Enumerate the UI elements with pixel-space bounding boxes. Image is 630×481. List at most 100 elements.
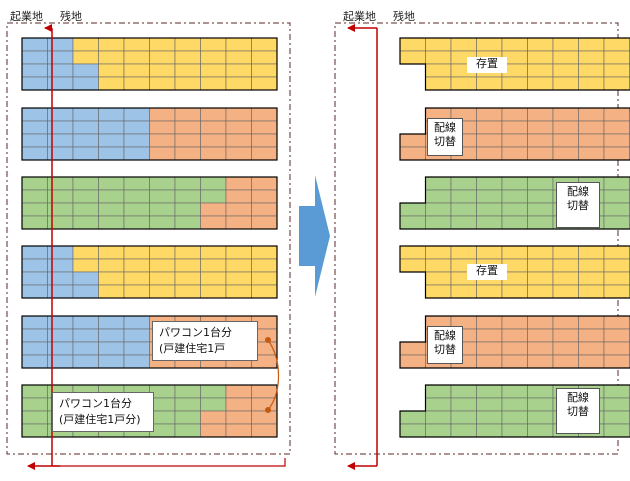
right-row4-cell [553, 272, 579, 285]
left-row3-cell [124, 177, 150, 190]
right-row4-cell [553, 259, 579, 272]
right-row1-cell [579, 64, 605, 77]
right-row5-cell [502, 342, 528, 355]
right-row4-cell [502, 246, 528, 259]
right-row2-cell [502, 121, 528, 134]
right-row3-cell [451, 203, 477, 216]
right-row2-cell [528, 108, 554, 121]
left-row4-cell [150, 285, 176, 298]
right-row3-cell [502, 177, 528, 190]
left-row2-cell [22, 108, 48, 121]
left-row1-cell [252, 51, 278, 64]
left-row4-cell [175, 285, 201, 298]
left-row4-cell [226, 272, 252, 285]
left-row3-cell [73, 203, 99, 216]
left-row2-cell [99, 134, 125, 147]
right-row2-cell [528, 121, 554, 134]
left-row1-cell [226, 77, 252, 90]
right-row6-cell [426, 385, 452, 398]
right-row6-cell [451, 398, 477, 411]
right-row1-cell [477, 77, 503, 90]
right-row4-cell [528, 285, 554, 298]
right-row5-cell [400, 355, 426, 368]
left-row1-cell [22, 77, 48, 90]
left-row6-cell [201, 411, 227, 424]
left-row4-cell [175, 246, 201, 259]
right-row5-cell [502, 329, 528, 342]
tag-row2: 配線 切替 [427, 118, 463, 156]
left-row6-cell [226, 398, 252, 411]
right-row4-cell [528, 259, 554, 272]
right-row5-cell [477, 316, 503, 329]
left-row5-cell [73, 342, 99, 355]
right-row3-cell [426, 203, 452, 216]
left-row1-cell [99, 51, 125, 64]
left-row1-cell [226, 51, 252, 64]
right-row2-cell [528, 134, 554, 147]
right-row5-cell [579, 355, 605, 368]
right-row2-cell [553, 121, 579, 134]
right-row4-cell [528, 272, 554, 285]
right-row6-cell [528, 398, 554, 411]
left-row4-cell [124, 259, 150, 272]
left-row1-cell [124, 38, 150, 51]
right-row1-cell [451, 77, 477, 90]
left-row3-cell [226, 190, 252, 203]
left-row3-cell [201, 177, 227, 190]
left-row3-cell [252, 177, 278, 190]
left-row2-cell [150, 147, 176, 160]
right-row5-cell [553, 329, 579, 342]
left-row2-cell [201, 108, 227, 121]
right-row4-cell [502, 285, 528, 298]
left-row2-cell [124, 147, 150, 160]
callout-1-line1: パワコン1台分 [159, 325, 251, 341]
left-row2-cell [22, 121, 48, 134]
right-row3-cell [451, 177, 477, 190]
left-row5-cell [124, 329, 150, 342]
right-row1-cell [553, 38, 579, 51]
right-row6-cell [426, 424, 452, 437]
left-row5-cell [73, 329, 99, 342]
tag-row3-line2: 切替 [557, 199, 599, 213]
callout-2-line2: (戸建住宅1戸分) [59, 412, 147, 428]
right-row2-cell [604, 121, 630, 134]
left-row1-cell [22, 51, 48, 64]
left-row5-cell [22, 342, 48, 355]
left-row4-cell [99, 272, 125, 285]
right-row5-cell [502, 316, 528, 329]
left-row3-cell [175, 216, 201, 229]
right-row6-cell [400, 411, 426, 424]
right-row1-cell [528, 38, 554, 51]
tag-row3-line1: 配線 [557, 185, 599, 199]
left-row1-cell [226, 38, 252, 51]
left-row1-cell [99, 38, 125, 51]
right-row3-cell [477, 177, 503, 190]
left-row3-cell [150, 203, 176, 216]
left-row4-cell [73, 246, 99, 259]
left-row6-cell [22, 411, 48, 424]
left-row1-cell [124, 77, 150, 90]
left-row1-cell [226, 64, 252, 77]
right-row2-cell [604, 134, 630, 147]
right-row3-cell [528, 177, 554, 190]
right-row6-cell [502, 411, 528, 424]
left-row1-cell [175, 51, 201, 64]
right-row3-cell [528, 216, 554, 229]
left-row4-cell [150, 246, 176, 259]
left-row1-cell [201, 51, 227, 64]
left-row2-cell [226, 121, 252, 134]
left-row1-cell [99, 77, 125, 90]
right-row5-cell [477, 329, 503, 342]
right-row1-cell [502, 38, 528, 51]
right-row4-cell [579, 272, 605, 285]
left-row6-cell [201, 385, 227, 398]
right-row2-cell [400, 134, 426, 147]
left-row2-cell [201, 147, 227, 160]
right-row6-cell [451, 385, 477, 398]
left-row4-cell [175, 259, 201, 272]
right-row6-cell [451, 424, 477, 437]
left-row1-cell [150, 77, 176, 90]
left-row3-cell [201, 190, 227, 203]
left-row3-cell [226, 177, 252, 190]
